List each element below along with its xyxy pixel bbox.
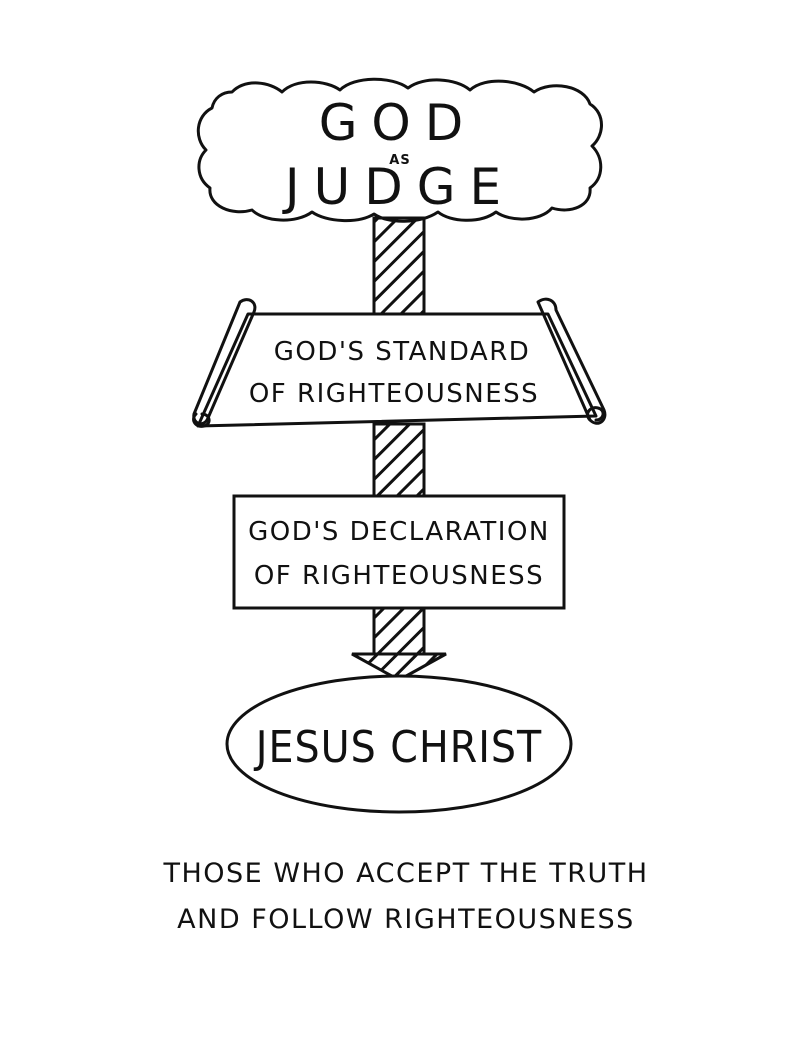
judge-cloud: GOD AS JUDGE (196, 77, 603, 223)
caption-line2: AND FOLLOW RIGHTEOUSNESS (177, 904, 635, 935)
shaft-arrowhead (351, 652, 447, 682)
standard-scroll: GOD'S STANDARD OF RIGHTEOUSNESS (192, 297, 607, 428)
christ-oval: JESUS CHRIST (225, 674, 573, 814)
caption: THOSE WHO ACCEPT THE TRUTH AND FOLLOW RI… (162, 858, 648, 935)
cloud-line-as: AS (389, 153, 410, 168)
caption-line1: THOSE WHO ACCEPT THE TRUTH (162, 858, 648, 889)
standard-line2: OF RIGHTEOUSNESS (249, 379, 539, 409)
shaft-segment-bottom (372, 606, 426, 656)
standard-line1: GOD'S STANDARD (274, 337, 531, 367)
cloud-line-judge: JUDGE (282, 158, 515, 216)
declaration-box: GOD'S DECLARATION OF RIGHTEOUSNESS (232, 494, 566, 610)
declaration-line1: GOD'S DECLARATION (248, 517, 550, 547)
shaft (351, 216, 447, 682)
shaft-segment-top (372, 216, 426, 316)
shaft-segment-middle (372, 422, 426, 498)
christ-label: JESUS CHRIST (253, 722, 542, 773)
declaration-line2: OF RIGHTEOUSNESS (254, 561, 544, 591)
cloud-line-god: GOD (319, 94, 478, 152)
